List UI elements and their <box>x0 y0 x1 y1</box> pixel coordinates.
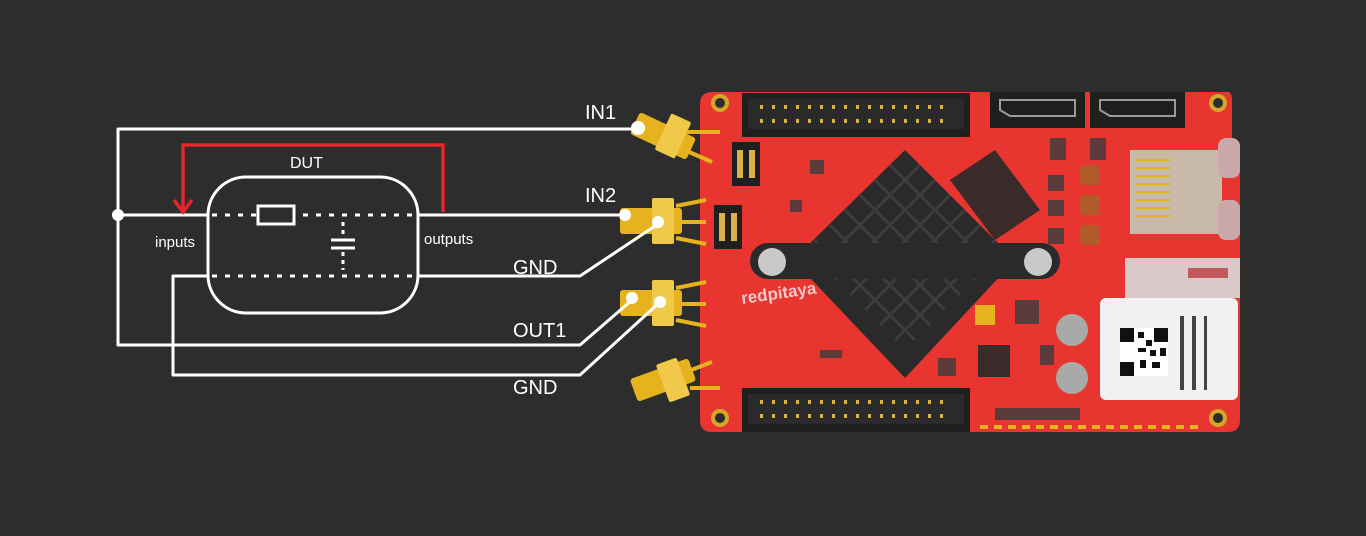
outputs-label: outputs <box>424 231 473 248</box>
sata-connectors <box>990 92 1185 128</box>
dut-box <box>206 175 420 315</box>
side-connector-top <box>1218 138 1240 178</box>
qr-label <box>1100 298 1238 400</box>
dut-block <box>206 175 420 315</box>
sd-card-slot <box>1130 150 1222 234</box>
sma-out2 <box>630 358 720 402</box>
capacitor-icon <box>331 222 355 270</box>
usb-port <box>1125 258 1240 298</box>
feedback-arrow <box>172 143 445 215</box>
in1-label: IN1 <box>585 102 616 124</box>
inputs-label: inputs <box>155 234 195 251</box>
gnd-top-label: GND <box>513 257 557 279</box>
wire-out1 <box>116 215 633 347</box>
wires <box>116 127 662 377</box>
edge-pads <box>980 425 1198 429</box>
gnd-bottom-label: GND <box>513 377 557 399</box>
in1-pin <box>631 121 645 135</box>
bottom-gpio-header <box>742 388 970 432</box>
heatsink <box>750 150 1060 378</box>
wire-in1 <box>116 127 636 215</box>
top-gpio-header <box>742 93 970 137</box>
wire-nodes <box>112 209 666 308</box>
resistor-icon <box>256 204 296 226</box>
sma-in1 <box>630 113 720 164</box>
jumpers <box>714 142 760 249</box>
dut-label: DUT <box>290 155 323 172</box>
in2-label: IN2 <box>585 185 616 207</box>
mounting-holes <box>711 94 1227 427</box>
board-components <box>790 138 1106 394</box>
out1-label: OUT1 <box>513 320 566 342</box>
wire-gnd-top <box>418 222 659 278</box>
qr-code-icon <box>1120 328 1168 376</box>
bottom-chip <box>995 408 1080 420</box>
wire-gnd-bottom <box>171 274 662 377</box>
side-connector-bottom <box>1218 200 1240 240</box>
red-pitaya-board: redpitaya <box>620 92 1240 432</box>
